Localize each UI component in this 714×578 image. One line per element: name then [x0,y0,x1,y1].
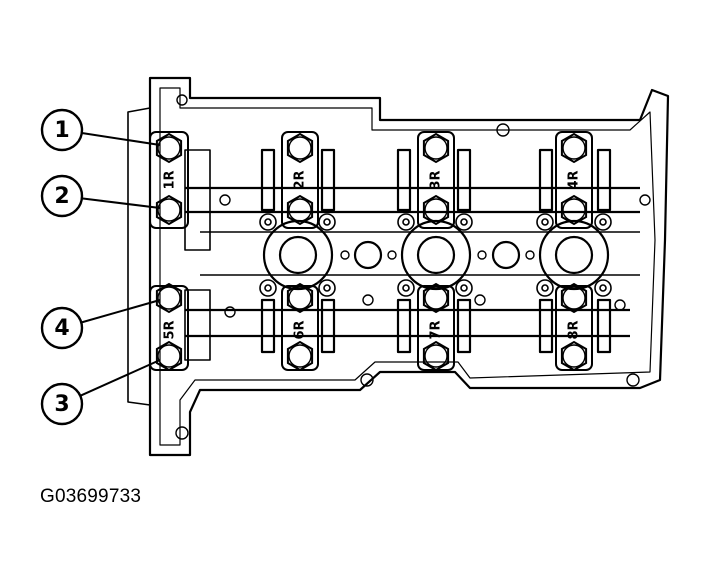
figure-code: G03699733 [40,486,142,507]
cap-bolt-1 [286,132,314,164]
cap-bolt-2 [422,340,450,372]
bearing-cap-8r: 8R [555,282,593,372]
spark-plug-well-3 [538,219,610,291]
cap-bolt-1 [155,132,183,164]
bearing-cap-7r: 7R [417,282,455,372]
callout-leader-line [79,359,161,397]
bearing-cap-5r: 5R [149,282,189,372]
callout-number: 1 [54,118,69,143]
callout-circle [40,306,84,350]
cap-label-2r: 2R [293,170,308,189]
callout-3: 3 [40,359,161,426]
timing-side-plate [127,107,151,406]
callout-circle [40,382,84,426]
bearing-cap-body [149,131,189,229]
cylinder-head-inner-outline [159,87,656,446]
bearing-cap-2r: 2R [281,131,319,229]
cap-label-6r: 6R [293,320,308,339]
cap-label-7r: 7R [429,320,444,339]
cylinder-head-outline [148,76,670,457]
cap-bolt-2 [422,194,450,226]
callout-1: 1 [40,108,161,152]
cap-label-8r: 8R [567,320,582,339]
callout-circle [40,174,84,218]
cap-bolt-1 [286,282,314,314]
bearing-cap-3r: 3R [417,131,455,229]
callout-circle [40,108,84,152]
cap-bolt-2 [560,340,588,372]
cap-bolt-2 [286,194,314,226]
spark-plug-well-1 [262,219,334,291]
bearing-cap-body [417,131,455,229]
callout-2: 2 [40,174,161,218]
cap-bolt-2 [560,194,588,226]
oil-gallery-plug-1 [353,240,383,270]
cap-bolt-1 [422,282,450,314]
cap-bolt-2 [155,194,183,226]
cap-bolt-1 [155,282,183,314]
cap-bolt-1 [422,132,450,164]
cap-label-3r: 3R [429,170,444,189]
intake-camshaft [184,148,640,251]
cap-bolt-1 [560,282,588,314]
callout-leader-line [80,299,161,324]
spark-plug-well-2 [400,219,472,291]
bearing-cap-6r: 6R [281,282,319,372]
oil-gallery-plug-2 [491,240,521,270]
callout-leader-line [81,132,161,146]
cap-bolt-1 [560,132,588,164]
bearing-caps: 1R 2R 3R 4R 5R 6R 7R 8R [149,131,593,372]
callouts: 1 2 4 3 [40,108,161,426]
callout-leader-line [81,197,161,209]
bearing-cap-1r: 1R [149,131,189,229]
callout-number: 4 [54,316,69,341]
bearing-cap-body [281,131,319,229]
cap-label-4r: 4R [567,170,582,189]
cap-label-5r: 5R [163,320,178,339]
cap-bolt-2 [155,340,183,372]
bearing-cap-body [555,131,593,229]
callout-4: 4 [40,299,161,350]
cap-bolt-2 [286,340,314,372]
cap-label-1r: 1R [163,170,178,189]
bearing-cap-4r: 4R [555,131,593,229]
callout-number: 3 [54,392,69,417]
callout-number: 2 [54,184,69,209]
